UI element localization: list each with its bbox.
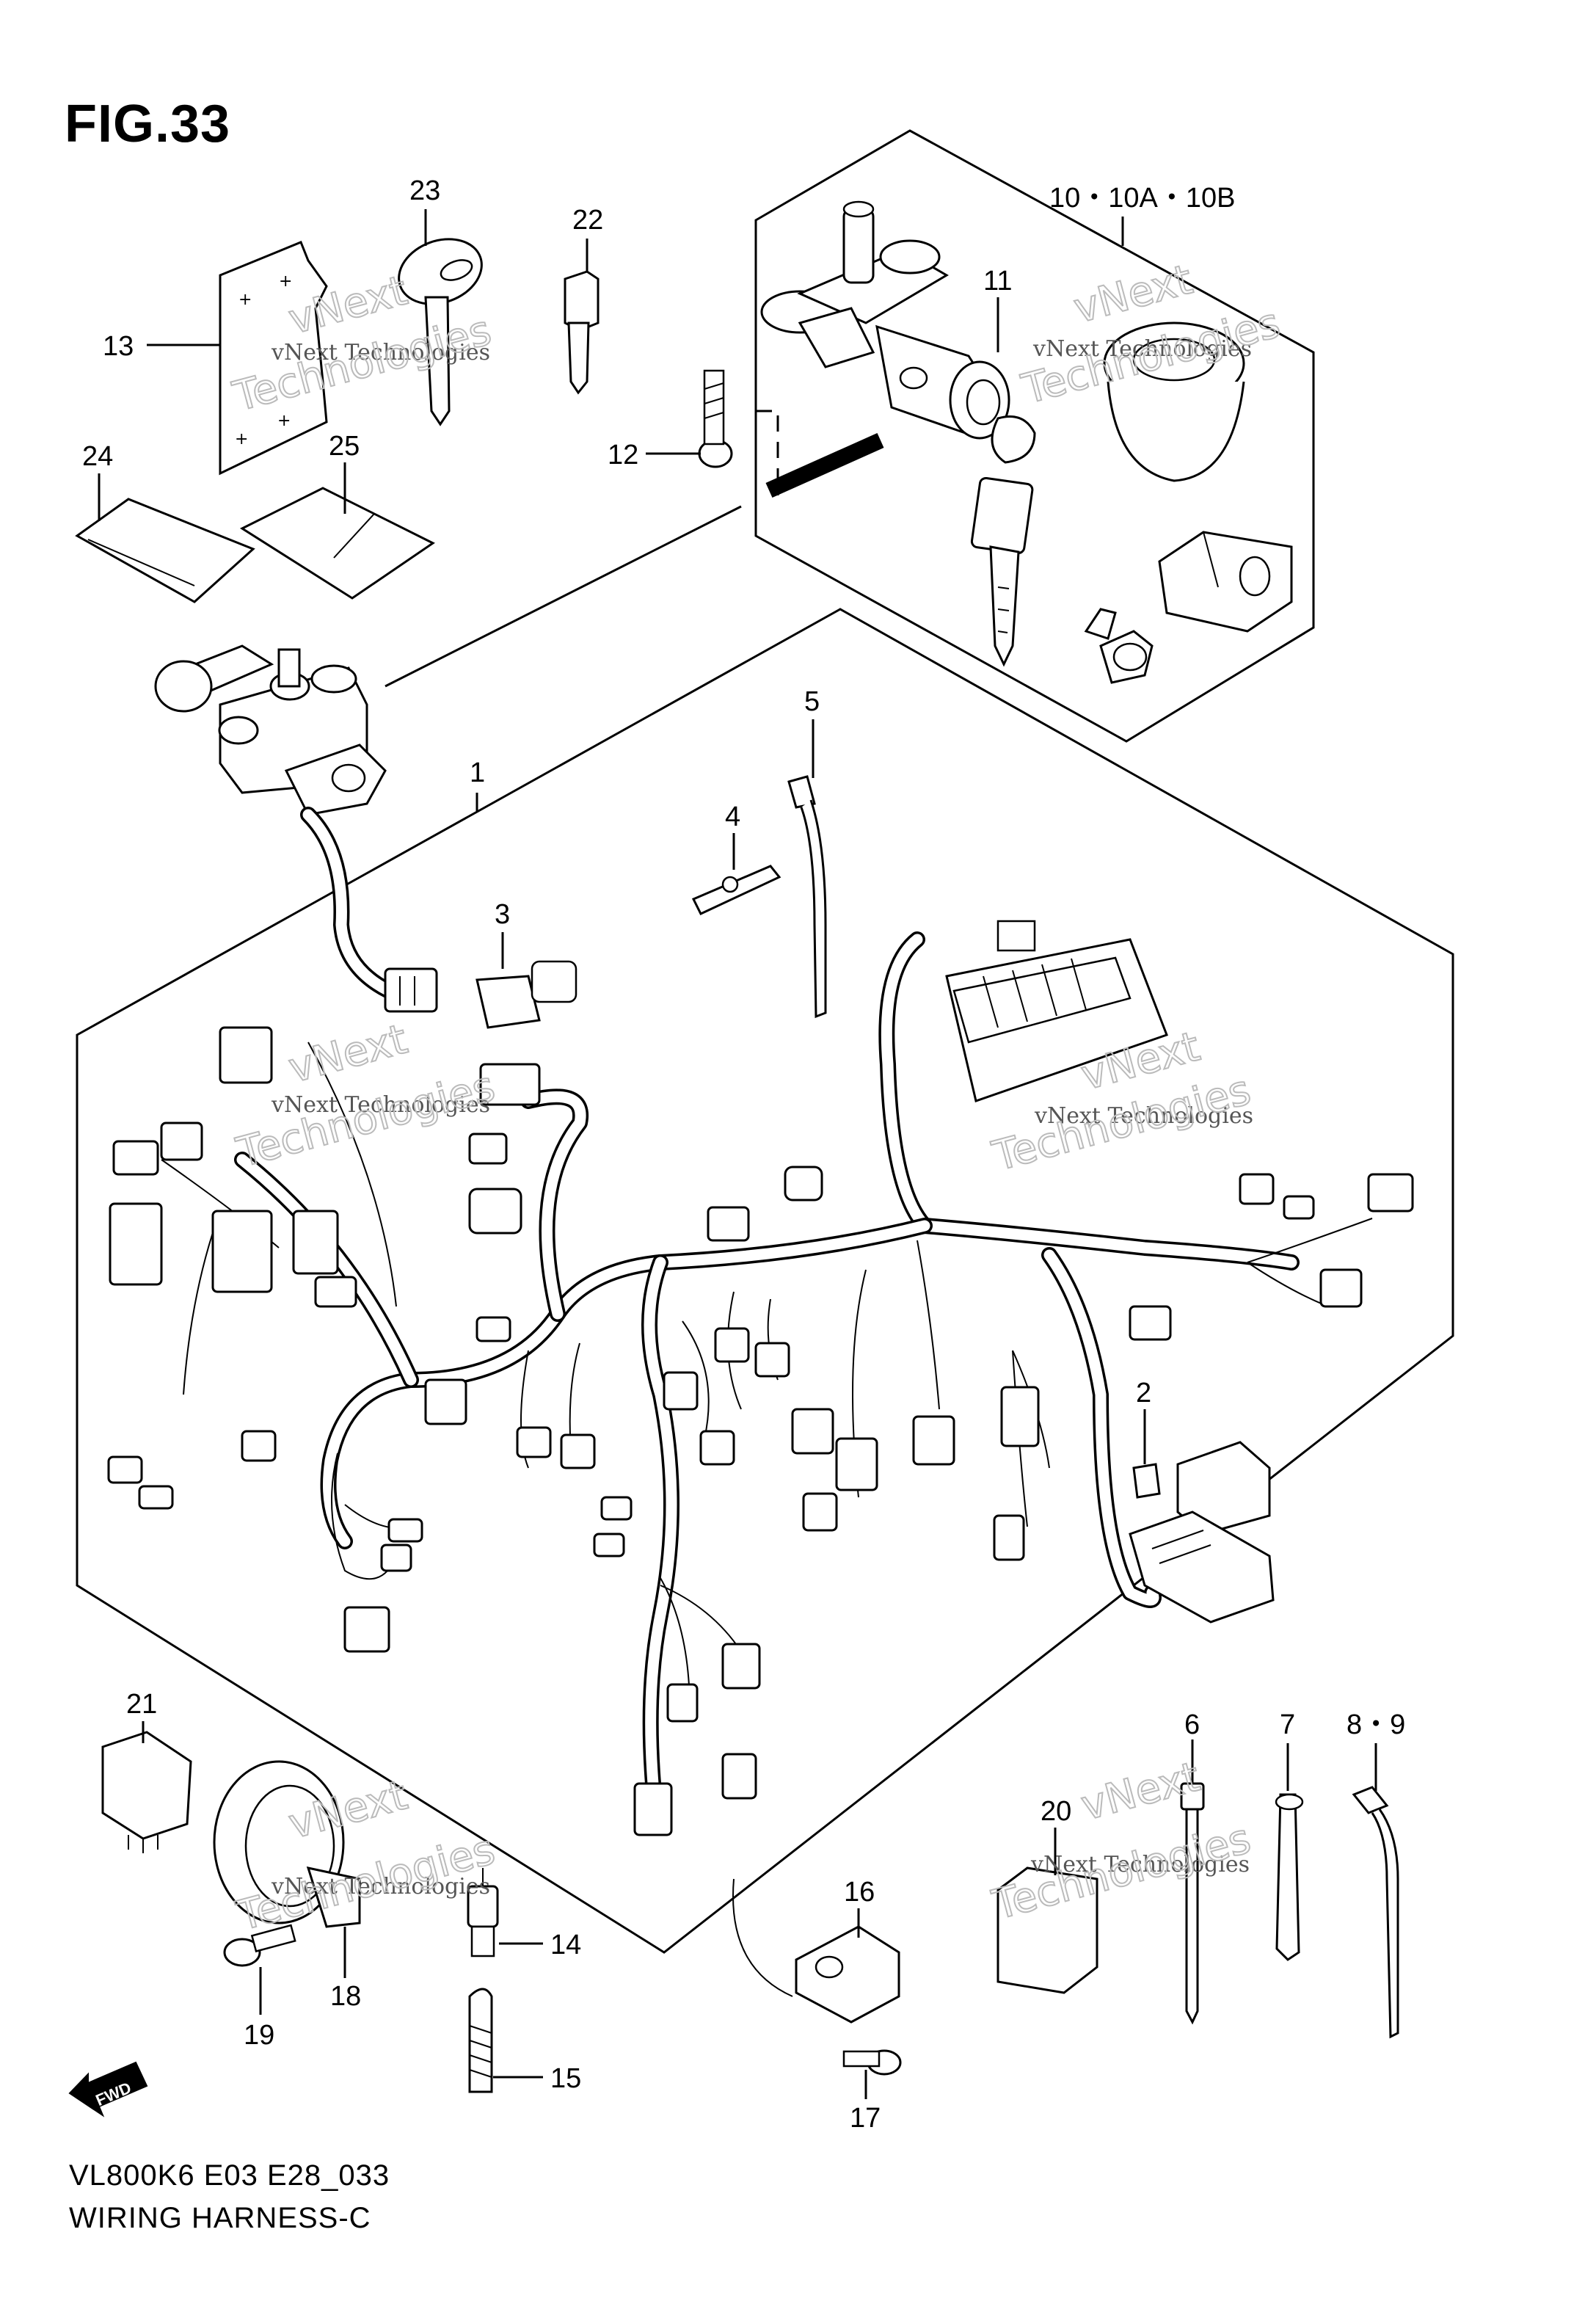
svg-text:+: + bbox=[235, 430, 248, 448]
spring-15 bbox=[468, 1988, 493, 2093]
relay-21 bbox=[101, 1731, 192, 1853]
ignition-switch-assembly bbox=[154, 644, 438, 1013]
callout-20: 20 bbox=[1041, 1796, 1071, 1827]
svg-text:+: + bbox=[279, 272, 292, 291]
callout-25: 25 bbox=[329, 431, 360, 462]
watermark-text: vNext Technologies bbox=[271, 1092, 490, 1118]
callout-3: 3 bbox=[495, 899, 510, 930]
callout-13: 13 bbox=[103, 331, 134, 362]
clamp-7 bbox=[1275, 1793, 1304, 1961]
key-blank-23 bbox=[398, 238, 483, 426]
leader-lines bbox=[98, 209, 1377, 2099]
label-25 bbox=[239, 487, 435, 600]
callout-19: 19 bbox=[244, 2020, 274, 2051]
bolt-12 bbox=[698, 369, 733, 468]
callout-10: 10・10A・10B bbox=[1049, 183, 1236, 214]
watermark-brand: vNext bbox=[1076, 1753, 1205, 1830]
seat-lock bbox=[1084, 531, 1293, 684]
callout-1: 1 bbox=[470, 757, 485, 788]
callout-21: 21 bbox=[126, 1689, 157, 1720]
fuse-box bbox=[1129, 1441, 1275, 1624]
callout-12: 12 bbox=[608, 440, 638, 470]
callout-8-9: 8・9 bbox=[1347, 1709, 1405, 1740]
model-code: VL800K6 E03 E28_033 bbox=[69, 2159, 390, 2192]
callout-23: 23 bbox=[409, 175, 440, 206]
ignition-set-group-outline bbox=[754, 129, 1315, 743]
callout-5: 5 bbox=[804, 686, 820, 717]
callout-labels: 1 2 3 4 5 6 7 8・9 10・10A・10B 11 12 13 14… bbox=[82, 175, 1405, 2134]
ignition-key bbox=[970, 415, 1036, 667]
wiring-harness bbox=[161, 931, 1373, 1792]
fuse-2 bbox=[1132, 1463, 1161, 1499]
diagram-title: WIRING HARNESS-C bbox=[69, 2202, 371, 2234]
label-24 bbox=[75, 498, 255, 603]
callout-4: 4 bbox=[725, 801, 740, 832]
callout-7: 7 bbox=[1280, 1709, 1295, 1740]
svg-text:+: + bbox=[238, 291, 252, 309]
callout-22: 22 bbox=[572, 205, 603, 236]
horn-18 bbox=[213, 1760, 361, 1928]
watermark-text: vNext Technologies bbox=[1032, 336, 1252, 362]
callout-24: 24 bbox=[82, 441, 113, 472]
neutral-switch-14 bbox=[467, 1868, 499, 1957]
coupler-3 bbox=[475, 960, 577, 1029]
watermark-text: vNext Technologies bbox=[1030, 1852, 1250, 1877]
cable-tie-8-9 bbox=[1352, 1786, 1399, 2039]
callout-14: 14 bbox=[550, 1930, 581, 1960]
callout-6: 6 bbox=[1184, 1709, 1200, 1740]
cable-tie-5 bbox=[787, 775, 827, 1019]
svg-text:+: + bbox=[277, 412, 291, 430]
ignition-switch-body bbox=[760, 200, 949, 368]
callout-17: 17 bbox=[850, 2103, 881, 2134]
relay-20 bbox=[996, 1866, 1098, 1994]
key-blank-22 bbox=[564, 270, 600, 395]
harness-connectors bbox=[107, 1026, 1414, 1836]
figure-title: FIG.33 bbox=[65, 95, 231, 153]
callout-2: 2 bbox=[1136, 1378, 1151, 1408]
watermark-text: vNext Technologies bbox=[271, 1874, 490, 1900]
lock-cylinder bbox=[875, 324, 1010, 440]
cable-tie-6 bbox=[1180, 1782, 1205, 2025]
callout-16: 16 bbox=[844, 1877, 875, 1908]
harness-group-outline bbox=[76, 608, 1454, 1954]
watermark-brand: vNext bbox=[284, 1015, 412, 1092]
ecm-connector bbox=[945, 920, 1168, 1102]
callout-15: 15 bbox=[550, 2063, 581, 2094]
callout-11: 11 bbox=[983, 266, 1012, 297]
watermark-text: vNext Technologies bbox=[271, 340, 490, 366]
fuel-tank-cap-lock bbox=[1103, 321, 1245, 482]
clamp-4 bbox=[691, 865, 781, 915]
callout-18: 18 bbox=[330, 1981, 361, 2012]
screw-17 bbox=[842, 2049, 902, 2076]
fwd-arrow: FWD bbox=[68, 2061, 148, 2117]
bolt-19 bbox=[223, 1924, 296, 1967]
assembly-leader-thick bbox=[765, 432, 884, 498]
watermark-text: vNext Technologies bbox=[1034, 1103, 1253, 1129]
watermark-brand: vNext bbox=[1069, 255, 1198, 332]
key-plate: + + + + bbox=[219, 241, 328, 476]
